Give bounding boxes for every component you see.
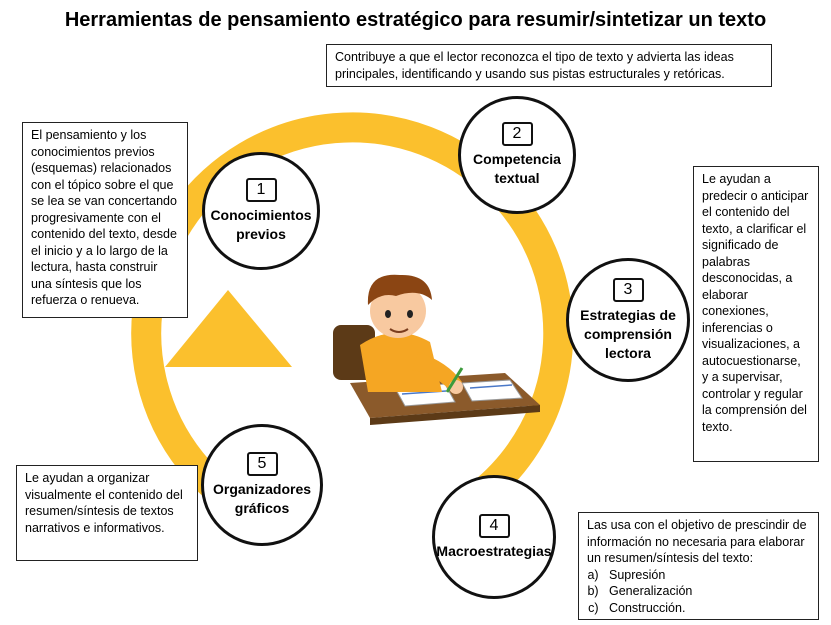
step-circle-2: 2 Competencia textual [458,96,576,214]
step-number-2: 2 [501,122,533,146]
note-competencia-textual: Contribuye a que el lector reconozca el … [326,44,772,87]
step-circle-4: 4 Macroestrategias [432,475,556,599]
boy-writing-illustration [333,274,540,425]
diagram-title: Herramientas de pensamiento estratégico … [64,9,767,31]
step-number-1: 1 [245,178,277,202]
macro-item-b: Generalización [609,583,810,600]
hair [367,274,432,305]
pencil [445,367,464,393]
note-macroestrategias-intro: Las usa con el objetivo de prescindir de… [587,518,807,565]
step-label-4: Macroestrategias [436,542,552,559]
step-label-3: Estrategias de comprensión lectora [580,306,676,361]
macro-item-a: Supresión [609,567,810,584]
step-circle-1: 1 Conocimientos previos [202,152,320,270]
face [370,284,426,338]
note-estrategias-comprension: Le ayudan a predecir o anticipar el cont… [693,166,819,462]
step-label-5: Organizadores gráficos [212,481,312,516]
step-label-1: Conocimientos previos [210,207,312,242]
step-number-3: 3 [612,277,644,302]
cycle-arrow-head [165,290,292,367]
cycle-arrow-ring [131,112,574,529]
desk-front [370,405,540,425]
step-number-4: 4 [478,513,510,538]
note-conocimientos-previos: El pensamiento y los conocimientos previ… [22,122,188,318]
note-organizadores-graficos: Le ayudan a organizar visualmente el con… [16,465,198,561]
shirt [360,332,442,392]
macro-item-c: Construcción. [609,600,810,617]
step-circle-5: 5 Organizadores gráficos [201,424,323,546]
step-number-5: 5 [246,452,278,476]
step-label-2: Competencia textual [473,151,561,186]
arm [412,352,462,392]
macro-list: Supresión Generalización Construcción. [587,567,810,617]
note-macroestrategias: Las usa con el objetivo de prescindir de… [578,512,819,620]
step-circle-3: 3 Estrategias de comprensión lectora [566,258,690,382]
